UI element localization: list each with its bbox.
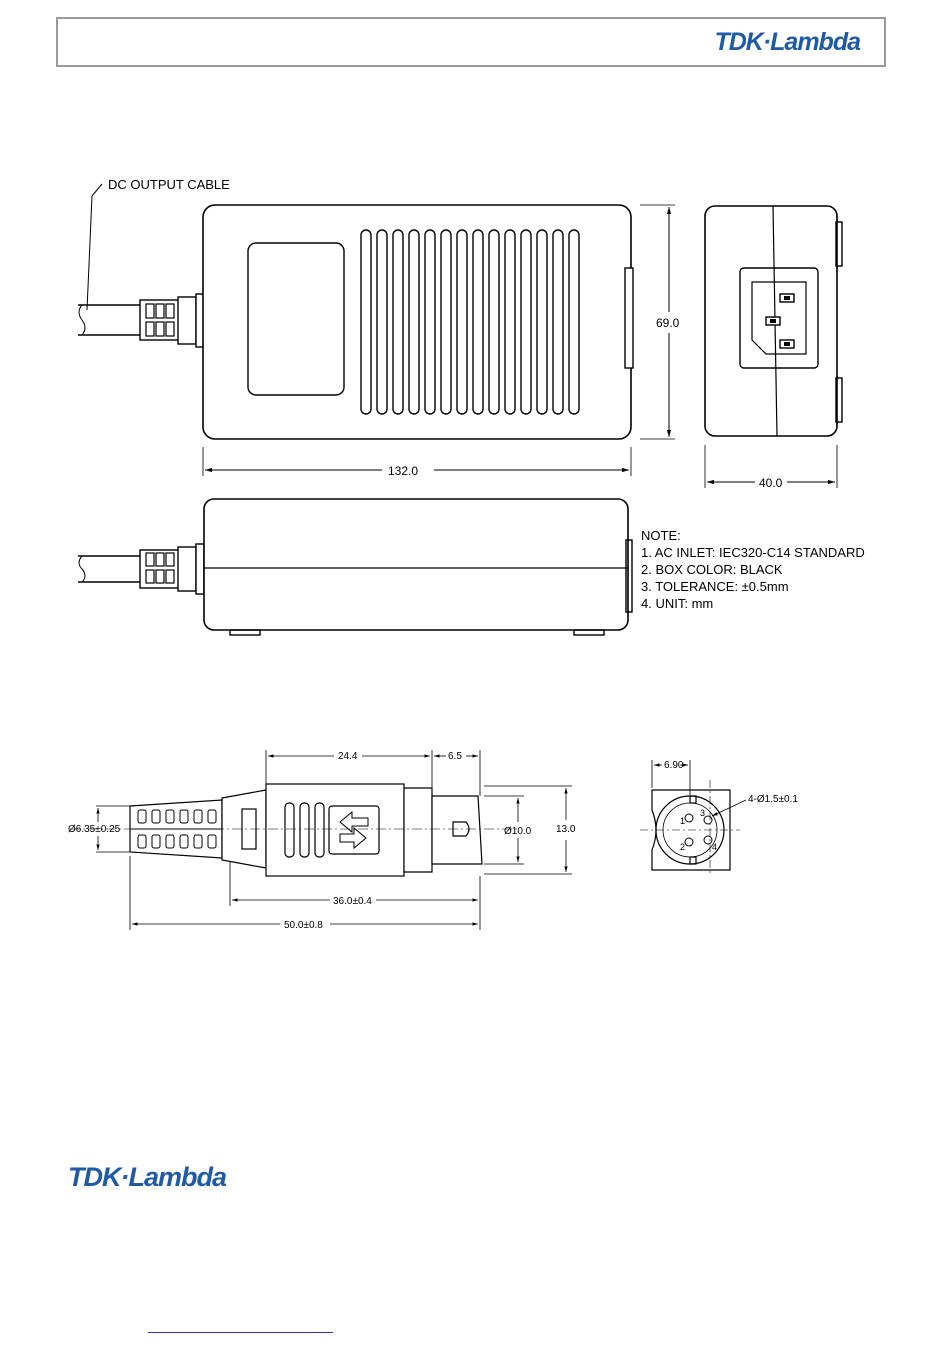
dim-13: 13.0 (556, 824, 576, 835)
dim-24-4: 24.4 (338, 751, 358, 762)
note-2: 2. BOX COLOR: BLACK (641, 562, 783, 577)
pin-label-3: 3 (700, 808, 705, 818)
dim-36: 36.0±0.4 (333, 896, 372, 907)
pin-label-2: 2 (680, 842, 685, 852)
side-view (78, 499, 632, 635)
top-view: DC OUTPUT CABLE (78, 177, 680, 478)
note-3: 3. TOLERANCE: ±0.5mm (641, 579, 789, 594)
dim-cable-diameter: Ø6.35±0.25 (68, 824, 121, 835)
cable-label: DC OUTPUT CABLE (108, 177, 230, 192)
dim-diameter-10: Ø10.0 (504, 826, 532, 837)
end-view: 40.0 (705, 206, 842, 490)
tdk-lambda-footer-logo: TDK·Lambda (68, 1162, 226, 1193)
pin-label-1: 1 (680, 816, 685, 826)
dim-6-90: 6.90 (664, 760, 684, 771)
dim-50: 50.0±0.8 (284, 920, 323, 931)
depth-dim: 40.0 (759, 476, 783, 490)
notes-title: NOTE: (641, 528, 681, 543)
width-dim: 132.0 (388, 464, 418, 478)
note-1: 1. AC INLET: IEC320-C14 STANDARD (641, 545, 865, 560)
footer-link[interactable] (148, 1318, 333, 1333)
pin-label-4: 4 (712, 842, 717, 852)
pin-view: 6.90 4-Ø1.5±0.1 1 2 3 4 (640, 760, 798, 876)
height-dim: 69.0 (656, 316, 680, 330)
pin-spec: 4-Ø1.5±0.1 (748, 794, 798, 805)
notes: NOTE: 1. AC INLET: IEC320-C14 STANDARD 2… (641, 528, 865, 611)
note-4: 4. UNIT: mm (641, 596, 713, 611)
dim-6-5: 6.5 (448, 751, 462, 762)
dc-connector: 24.4 6.5 Ø6.35±0.25 Ø10.0 13.0 36.0±0.4 … (68, 750, 576, 931)
